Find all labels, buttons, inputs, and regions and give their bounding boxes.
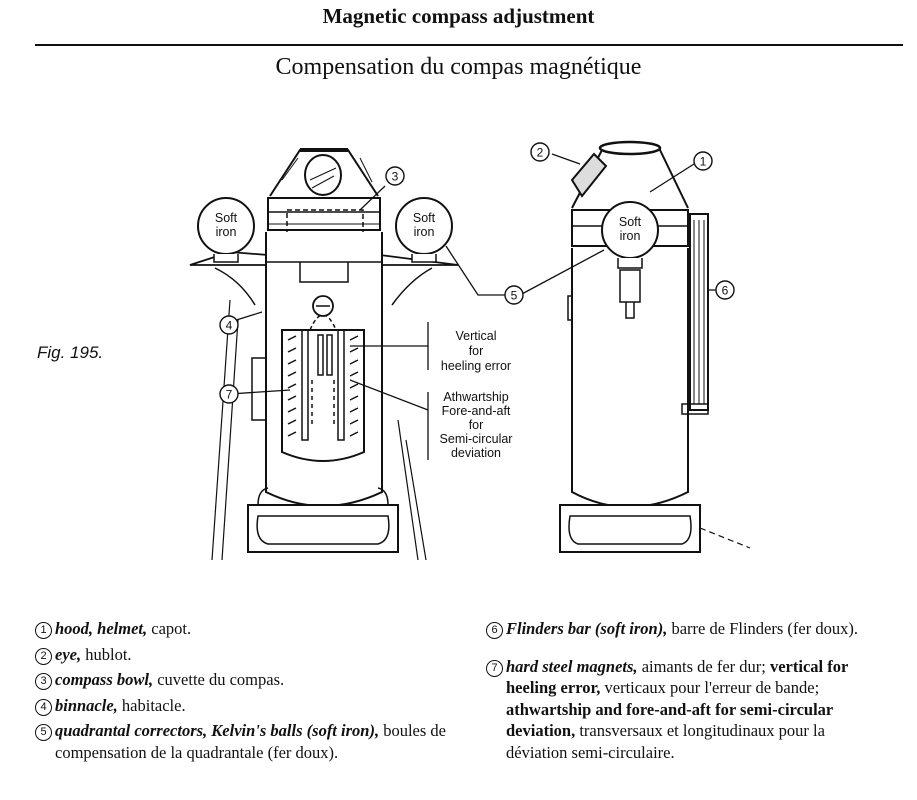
sphere-label-left-1: Soft — [215, 211, 238, 225]
legend-num-7: 7 — [486, 659, 503, 677]
legend-num-3: 3 — [35, 673, 52, 690]
eye-window-side — [570, 152, 608, 198]
kelvin-ball-side — [601, 201, 659, 269]
svg-text:4: 4 — [226, 319, 233, 333]
legend-num-6: 6 — [486, 622, 503, 639]
callout-3: 3 — [385, 166, 405, 186]
svg-text:2: 2 — [537, 146, 544, 160]
kelvin-ball-right — [395, 197, 453, 263]
sphere-label-right-2: iron — [414, 225, 435, 239]
kelvin-ball-left — [197, 197, 255, 263]
legend-num-1: 1 — [35, 622, 52, 639]
note-vertical-1: Vertical — [456, 329, 497, 343]
svg-text:3: 3 — [392, 170, 399, 184]
front-view-binnacle — [189, 148, 459, 561]
sphere-label-side-1: Soft — [619, 215, 642, 229]
callout-6: 6 — [715, 280, 735, 300]
svg-text:6: 6 — [722, 284, 729, 298]
legend-num-5: 5 — [35, 724, 52, 741]
svg-text:7: 7 — [226, 388, 233, 402]
callout-2: 2 — [530, 142, 550, 162]
page-subtitle: Compensation du compas magnétique — [275, 54, 642, 80]
legend-num-2: 2 — [35, 647, 52, 665]
hard-steel-magnets — [287, 329, 359, 441]
note-vertical-3: heeling error — [441, 359, 511, 373]
flinders-bar — [681, 213, 709, 415]
legend-num-4: 4 — [35, 698, 52, 716]
title-rule — [35, 44, 903, 46]
sphere-label-side-2: iron — [620, 229, 641, 243]
svg-text:5: 5 — [511, 289, 518, 303]
callout-4: 4 — [219, 315, 239, 335]
page-title: Magnetic compass adjustment — [322, 4, 595, 28]
note-athwart-2: Fore-and-aft — [442, 404, 511, 418]
compass-bowl — [286, 209, 364, 239]
svg-text:1: 1 — [700, 155, 707, 169]
note-athwart-1: Athwartship — [443, 390, 508, 404]
note-vertical-2: for — [469, 344, 484, 358]
side-view-binnacle — [559, 140, 751, 553]
binnacle-figure: 1 2 3 4 5 6 7 Soft iron Soft iron Soft i… — [189, 140, 751, 561]
callout-7: 7 — [219, 384, 239, 404]
callout-1: 1 — [693, 151, 713, 171]
note-athwart-3: for — [469, 418, 484, 432]
callout-5: 5 — [504, 285, 524, 305]
sphere-label-left-2: iron — [216, 225, 237, 239]
eye-window-icon — [304, 154, 342, 196]
sphere-label-right-1: Soft — [413, 211, 436, 225]
note-athwart-5: deviation — [451, 446, 501, 460]
figure-label: Fig. 195. — [37, 343, 104, 362]
note-athwart-4: Semi-circular — [440, 432, 513, 446]
